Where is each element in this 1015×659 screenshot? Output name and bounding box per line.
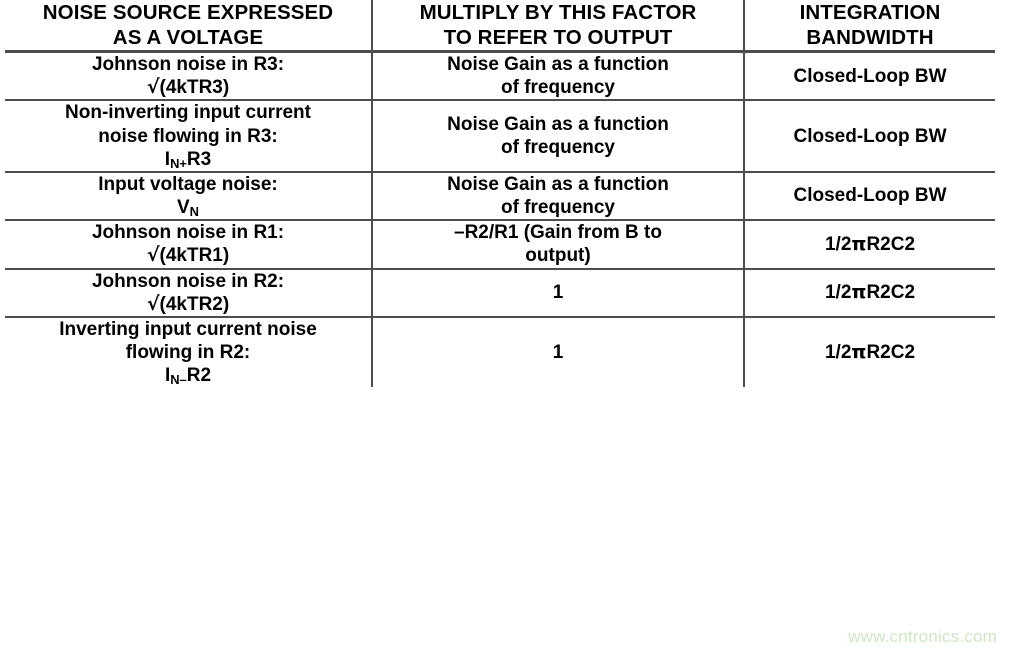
cell-line: 1/2πR2C2	[824, 341, 916, 364]
header-line: BANDWIDTH	[806, 26, 934, 49]
cell-line: √(4kTR3)	[146, 76, 230, 99]
cell-line: 1	[552, 282, 564, 304]
header-line: TO REFER TO OUTPUT	[443, 26, 673, 49]
cell-line: Non-inverting input current	[65, 102, 311, 124]
table-row: Johnson noise in R1:√(4kTR1)–R2/R1 (Gain…	[5, 220, 995, 270]
watermark: www.cntronics.com	[848, 627, 997, 646]
cell-line: of frequency	[500, 77, 616, 99]
cell-line: output)	[525, 245, 591, 267]
header-line: AS A VOLTAGE	[112, 26, 264, 49]
cell-bandwidth: Closed-Loop BW	[744, 100, 995, 173]
cell-line: flowing in R2:	[125, 342, 251, 364]
cell-line: √(4kTR1)	[146, 244, 230, 267]
cell-line: Noise Gain as a function	[447, 113, 669, 135]
table-row: Johnson noise in R3:√(4kTR3)Noise Gain a…	[5, 51, 995, 102]
cell-bandwidth: 1/2πR2C2	[744, 268, 995, 318]
table-row: Johnson noise in R2:√(4kTR2) 1 1/2πR2C2	[5, 268, 995, 318]
cell-line: 1/2πR2C2	[824, 281, 916, 304]
cell-noise_source: Johnson noise in R2:√(4kTR2)	[5, 268, 373, 318]
cell-noise_source: Input voltage noise:VN	[5, 171, 373, 222]
cell-line: Closed-Loop BW	[793, 65, 947, 87]
cell-line: IN–R2	[164, 365, 212, 388]
cell-noise_source: Johnson noise in R1:√(4kTR1)	[5, 220, 373, 270]
cell-line: Johnson noise in R2:	[91, 270, 285, 292]
cell-line: Johnson noise in R1:	[91, 222, 285, 244]
cell-line: Noise Gain as a function	[447, 173, 669, 195]
cell-line: √(4kTR2)	[146, 292, 230, 315]
cell-line: noise flowing in R3:	[98, 125, 278, 147]
header-line: MULTIPLY BY THIS FACTOR	[419, 1, 697, 24]
cell-line: Closed-Loop BW	[793, 125, 947, 147]
table-body: Johnson noise in R3:√(4kTR3)Noise Gain a…	[5, 51, 995, 388]
cell-line: 1	[552, 342, 564, 364]
cell-factor: 1	[372, 268, 745, 318]
cell-factor: 1	[372, 316, 745, 388]
cell-bandwidth: Closed-Loop BW	[744, 171, 995, 222]
cell-line: of frequency	[500, 137, 616, 159]
cell-bandwidth: 1/2πR2C2	[744, 317, 995, 388]
cell-line: 1/2πR2C2	[824, 232, 916, 255]
cell-line: Johnson noise in R3:	[91, 54, 285, 75]
cell-line: VN	[176, 197, 199, 220]
cell-line: Noise Gain as a function	[447, 54, 669, 75]
cell-line: Inverting input current noise	[59, 318, 317, 340]
cell-bandwidth: 1/2πR2C2	[744, 220, 995, 270]
cell-bandwidth: Closed-Loop BW	[744, 51, 995, 102]
cell-line: IN+R3	[164, 148, 212, 171]
header-line: INTEGRATION	[799, 1, 941, 24]
cell-line: Input voltage noise:	[98, 173, 278, 195]
header-line: NOISE SOURCE EXPRESSED	[42, 1, 334, 24]
cell-line: of frequency	[500, 197, 616, 219]
cell-line: –R2/R1 (Gain from B to	[454, 222, 662, 244]
cell-line: Closed-Loop BW	[793, 185, 947, 207]
cell-noise_source: Johnson noise in R3:√(4kTR3)	[5, 51, 373, 102]
